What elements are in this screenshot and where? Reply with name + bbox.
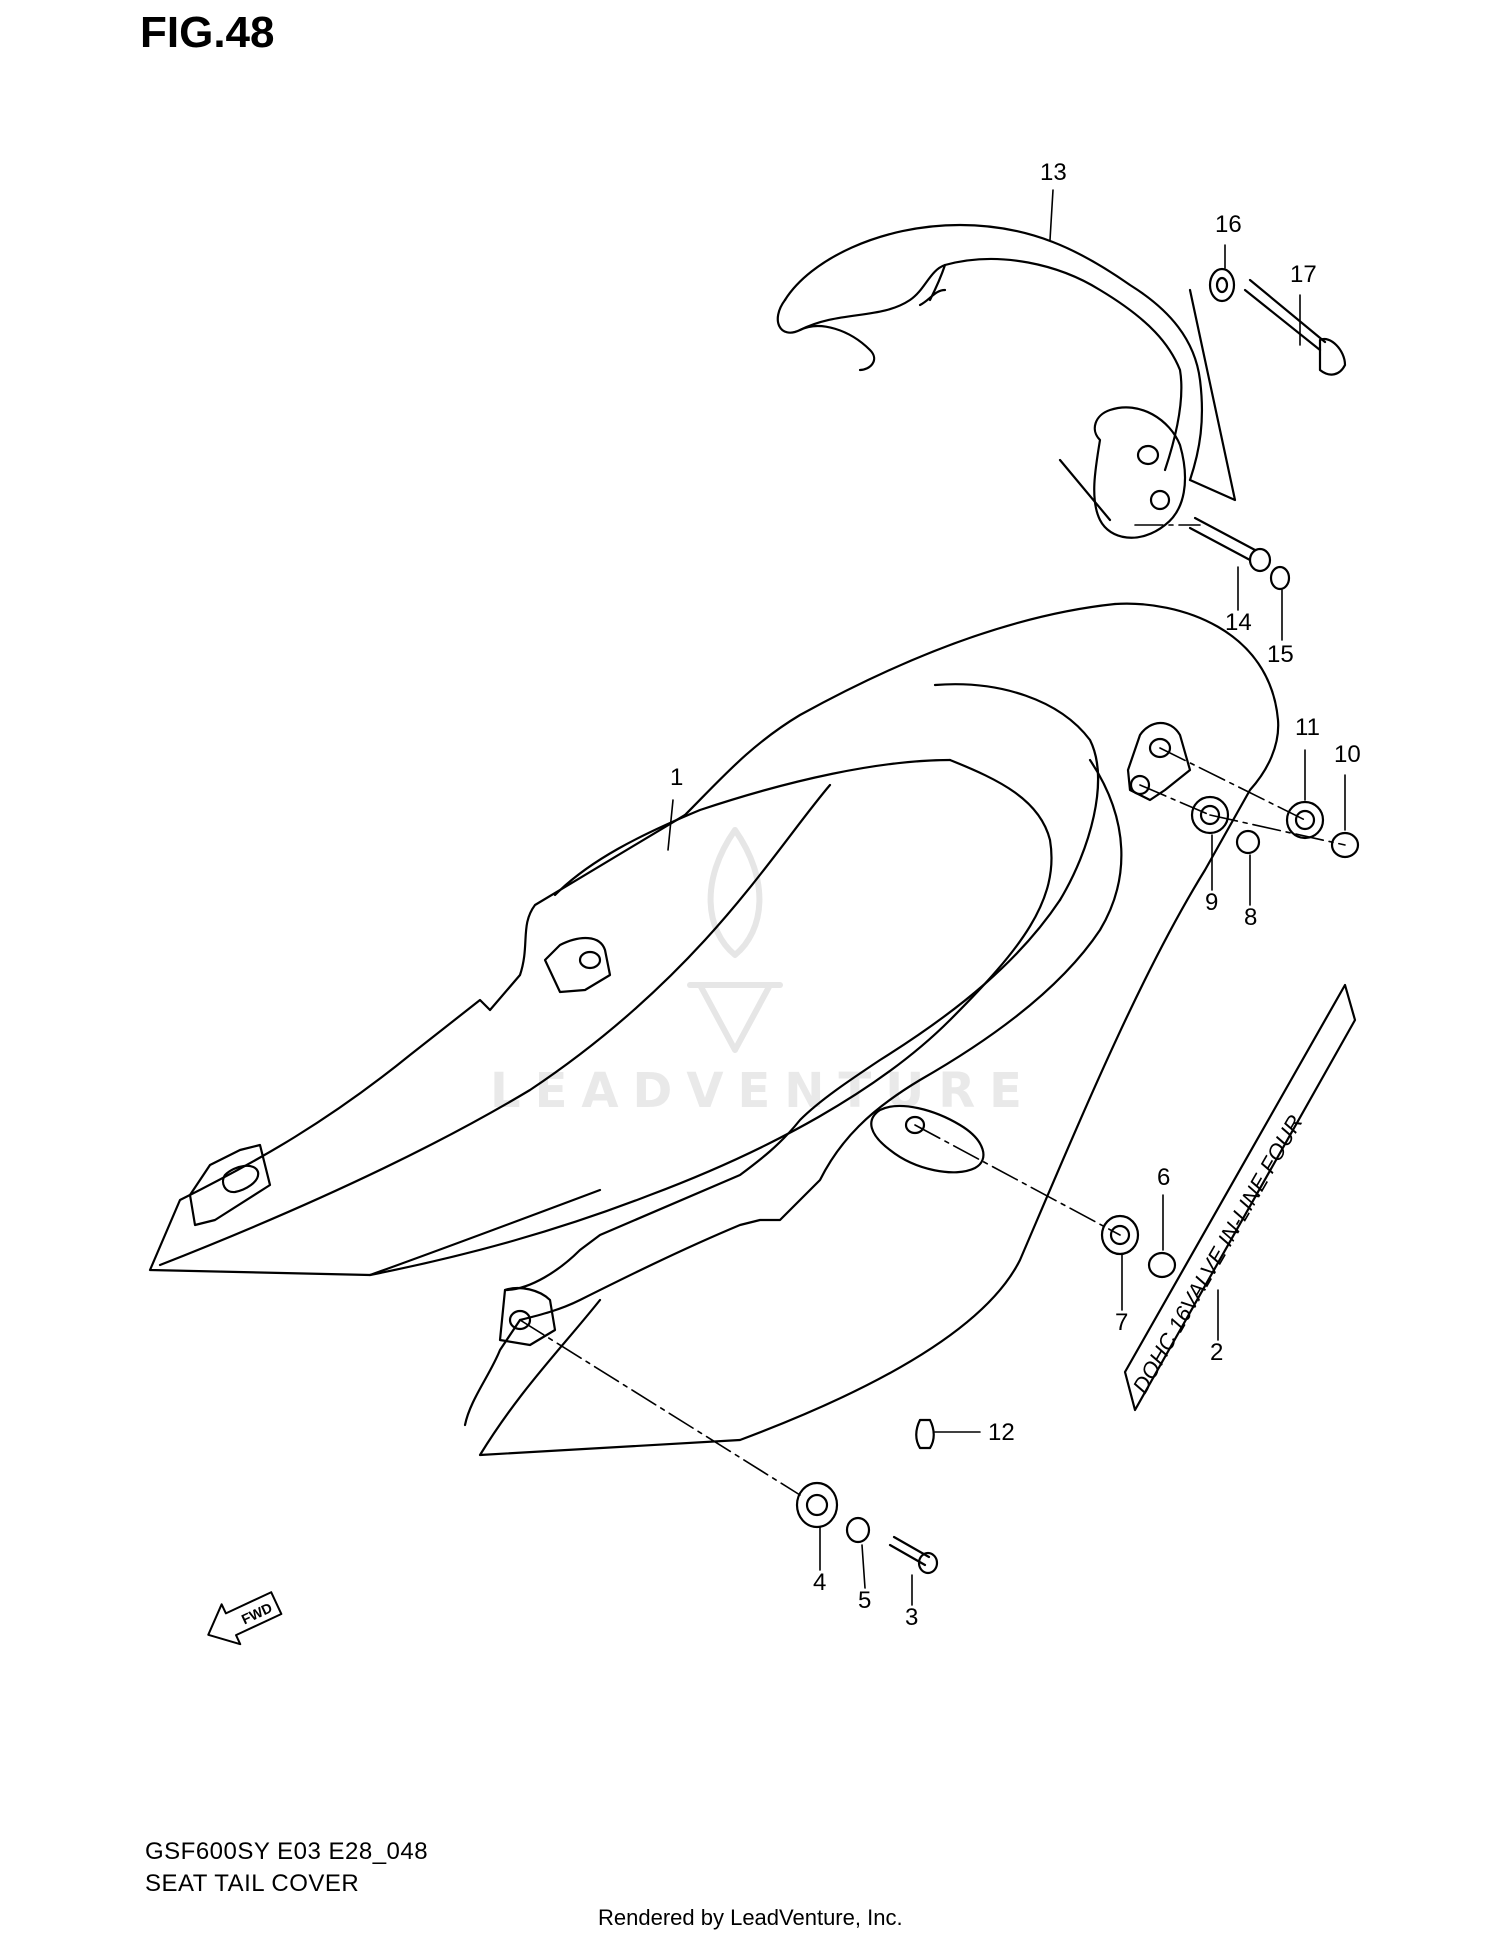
hardware (795, 267, 1360, 1575)
leader-line-13 (1049, 189, 1054, 241)
grommet-7 (1100, 1214, 1140, 1256)
callout-13: 13 (1040, 159, 1067, 186)
grommet-4 (795, 1481, 839, 1529)
collar-8 (1235, 829, 1261, 855)
collar-5 (845, 1516, 871, 1544)
callout-leaders (667, 189, 1346, 1606)
fwd-arrow-icon: FWD (207, 1591, 283, 1646)
callout-8: 8 (1244, 904, 1257, 931)
bolt-14 (1188, 516, 1257, 562)
callout-3: 3 (905, 1604, 918, 1631)
part-grab-rail (776, 223, 1237, 539)
alignment-lines (519, 524, 1346, 1496)
part-decal: DOHC 16VALVE IN-LINE FOUR (1123, 983, 1357, 1412)
rendered-by-credit: Rendered by LeadVenture, Inc. (598, 1905, 903, 1930)
callout-16: 16 (1215, 211, 1242, 238)
cap-15 (1269, 565, 1291, 591)
collar-10 (1330, 831, 1360, 859)
grommet-9 (1190, 795, 1230, 835)
part-seat-tail-cover (148, 602, 1280, 1457)
callout-15: 15 (1267, 641, 1294, 668)
collar-6 (1147, 1251, 1177, 1279)
callout-7: 7 (1115, 1309, 1128, 1336)
grommet-11 (1285, 800, 1325, 840)
callout-4: 4 (813, 1569, 826, 1596)
callout-17: 17 (1290, 261, 1317, 288)
callout-2: 2 (1210, 1339, 1223, 1366)
callout-10: 10 (1334, 741, 1361, 768)
bolt-3 (888, 1535, 931, 1567)
model-code: GSF600SY E03 E28_048 (145, 1838, 429, 1865)
callout-5: 5 (858, 1587, 871, 1614)
clip-12 (915, 1418, 935, 1450)
leader-line-1 (667, 799, 674, 851)
leader-line-5 (861, 1544, 866, 1589)
callout-9: 9 (1205, 889, 1218, 916)
leadventure-logo-watermark (687, 827, 783, 1053)
section-name: SEAT TAIL COVER (145, 1870, 360, 1897)
bolt-17 (1243, 278, 1327, 352)
figure-title: FIG.48 (140, 8, 275, 57)
washer-16 (1208, 267, 1236, 303)
callout-14: 14 (1225, 609, 1252, 636)
callout-1: 1 (670, 764, 683, 791)
callout-12: 12 (988, 1419, 1015, 1446)
callout-11: 11 (1295, 714, 1320, 741)
callout-6: 6 (1157, 1164, 1170, 1191)
fwd-label: FWD (239, 1599, 275, 1627)
